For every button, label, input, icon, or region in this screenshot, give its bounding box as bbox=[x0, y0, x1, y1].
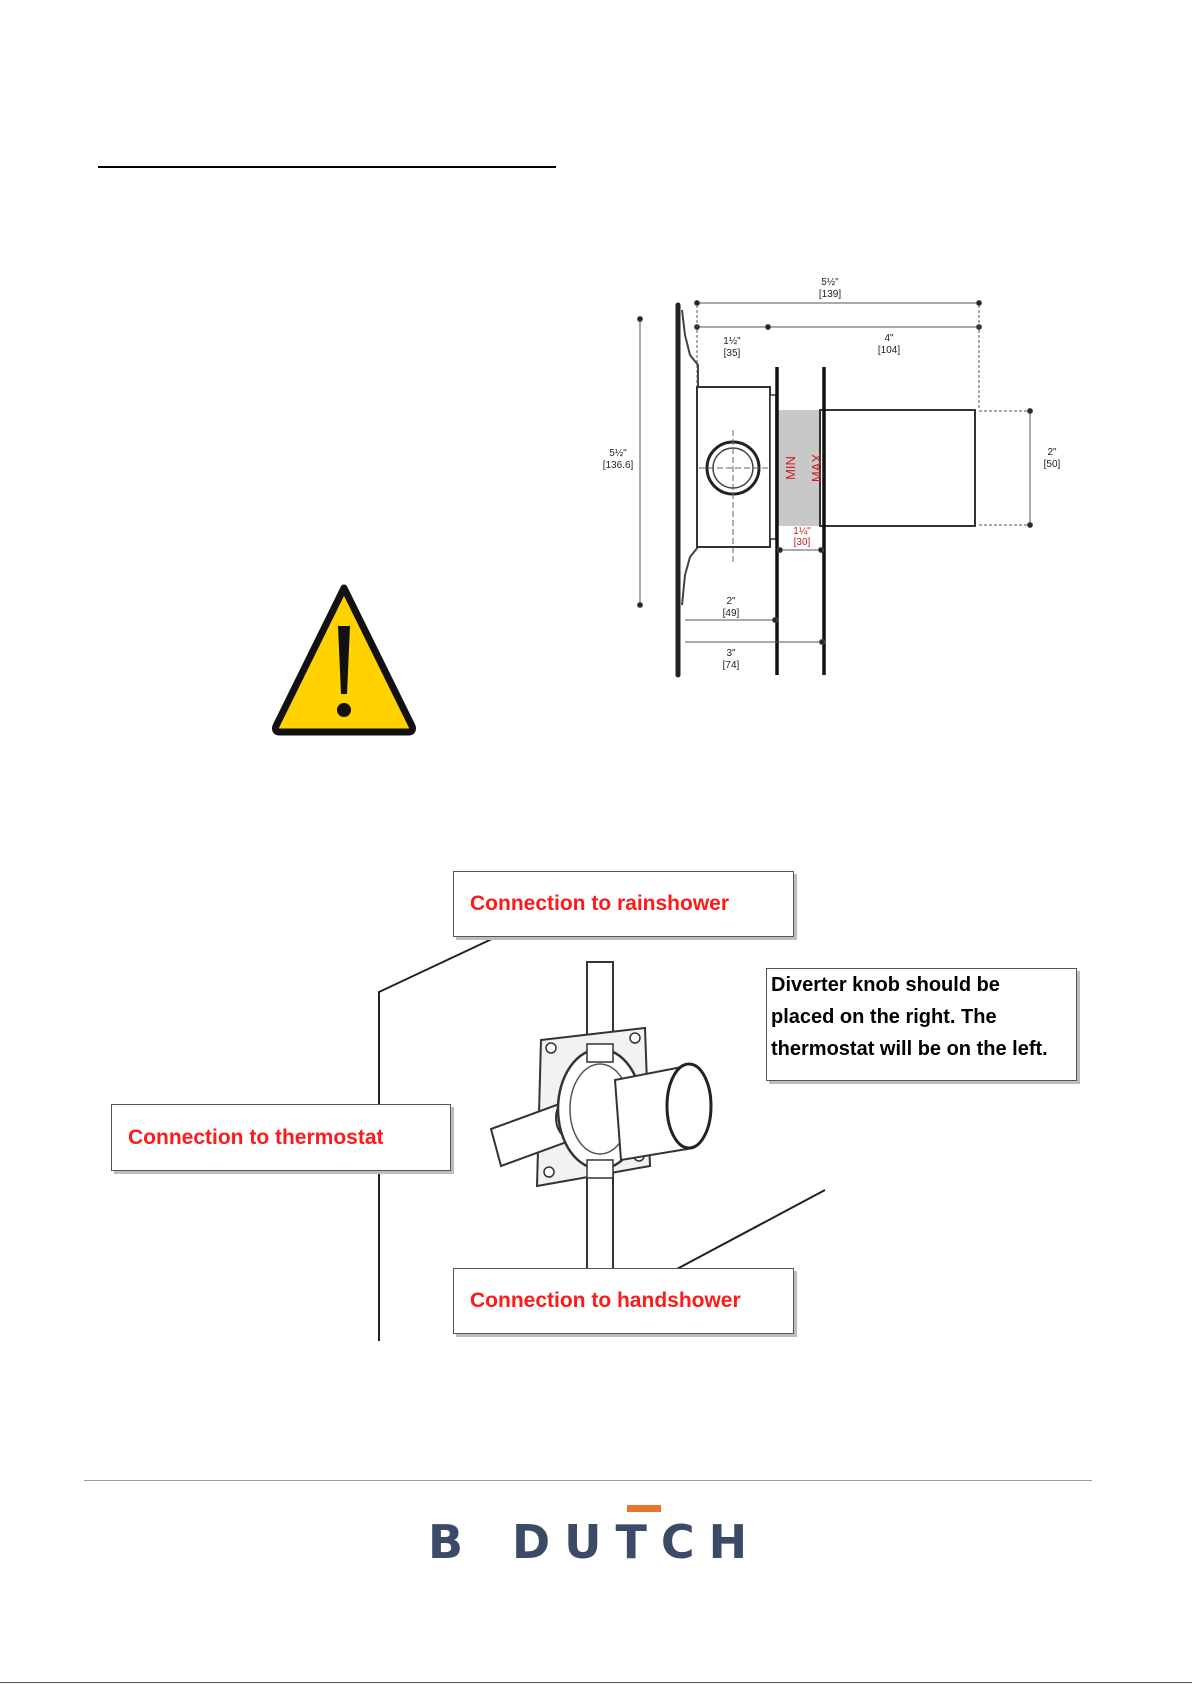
outlet-sleeve bbox=[820, 410, 975, 526]
title-underline bbox=[98, 166, 556, 168]
dim-min-depth-mm: [49] bbox=[723, 608, 740, 619]
dim-body-depth-mm: [35] bbox=[724, 348, 741, 359]
callout-thermostat: Connection to thermostat bbox=[111, 1104, 451, 1171]
dim-min-depth: 2" bbox=[726, 596, 736, 607]
footer-divider bbox=[84, 1480, 1092, 1481]
dim-height-mm: [136.6] bbox=[603, 460, 634, 471]
callout-diverter-note: Diverter knob should be placed on the ri… bbox=[766, 968, 1077, 1081]
logo-letter-b: B bbox=[428, 1515, 463, 1566]
dim-max-depth-mm: [74] bbox=[723, 660, 740, 671]
b-dutch-logo: B DUTCH bbox=[420, 1500, 780, 1566]
leader-line-handshower bbox=[675, 1190, 825, 1270]
warning-triangle-icon bbox=[270, 582, 418, 738]
max-label: MAX bbox=[809, 454, 824, 483]
dim-total-width-mm: [139] bbox=[819, 289, 841, 300]
valve-dimension-drawing: 5½" [139] 1½" [35] 4" [104] 5½" [136.6] … bbox=[595, 265, 1085, 685]
dim-max-depth: 3" bbox=[726, 648, 736, 659]
dim-outlet-diameter: 2" bbox=[1047, 447, 1057, 458]
dim-height: 5½" bbox=[609, 448, 627, 459]
dim-outlet-length-mm: [104] bbox=[878, 345, 900, 356]
dim-wall-range-mm: [30] bbox=[794, 537, 811, 548]
dim-outlet-diameter-mm: [50] bbox=[1044, 459, 1061, 470]
callout-handshower: Connection to handshower bbox=[453, 1268, 794, 1334]
logo-word-dutch: DUTCH bbox=[512, 1515, 761, 1566]
min-label: MIN bbox=[783, 456, 798, 480]
dim-outlet-length: 4" bbox=[884, 333, 894, 344]
dim-wall-range: 1¼" bbox=[793, 525, 811, 537]
mounting-bracket bbox=[682, 310, 698, 605]
page-bottom-edge bbox=[0, 1682, 1192, 1683]
dim-body-depth: 1½" bbox=[723, 336, 741, 347]
callout-rainshower: Connection to rainshower bbox=[453, 871, 794, 937]
dim-total-width: 5½" bbox=[821, 277, 839, 288]
